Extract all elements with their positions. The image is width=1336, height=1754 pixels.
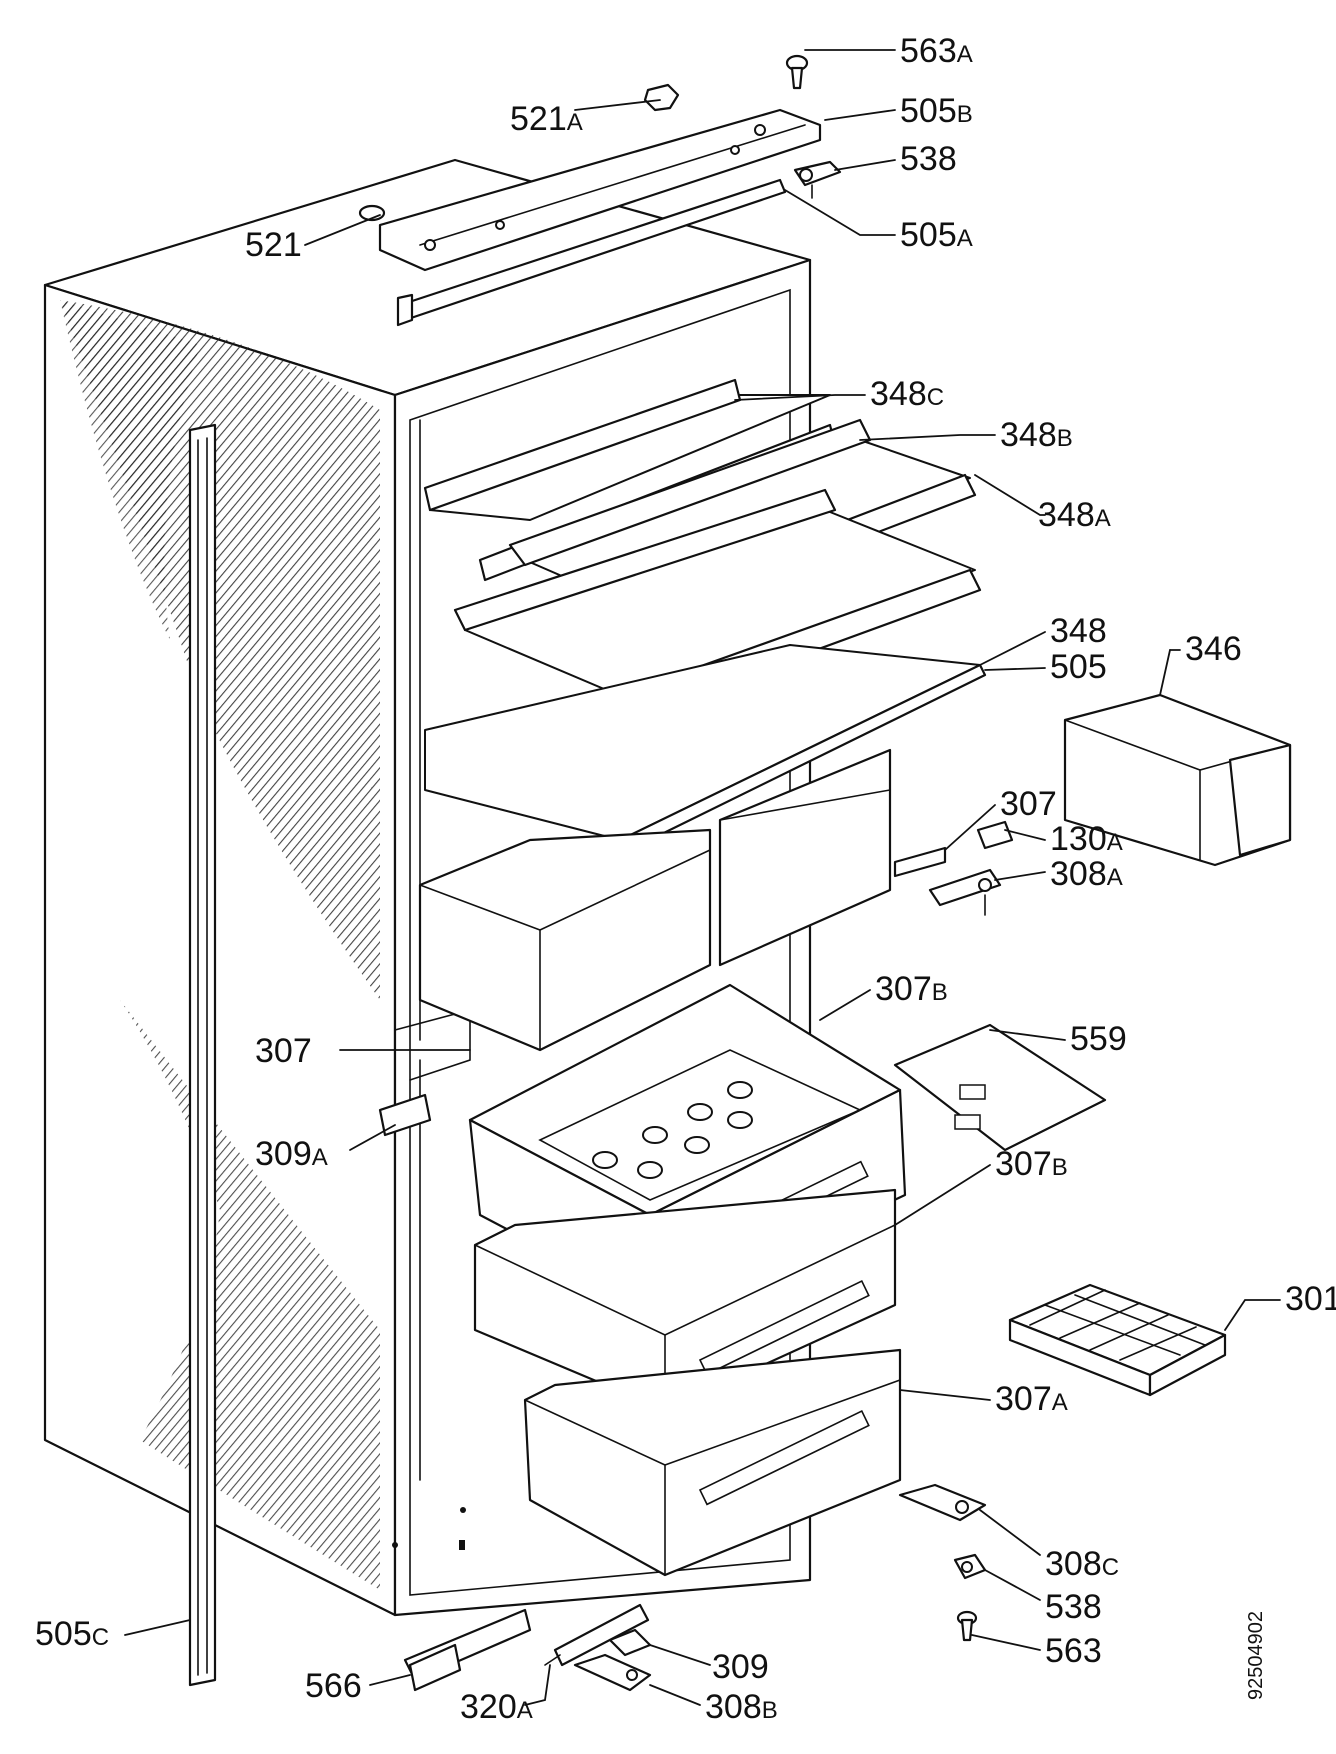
freezer-basket-307b-mid xyxy=(473,1188,897,1412)
callout-348a: 348A xyxy=(1038,496,1111,534)
ice-tray-301 xyxy=(1008,1283,1227,1397)
leader-lines xyxy=(124,49,1281,1706)
callout-505b: 505B xyxy=(900,92,973,130)
hinge-pin-538-bottom xyxy=(953,1553,987,1580)
callout-307-right: 307 xyxy=(1000,785,1057,823)
callout-130a: 130A xyxy=(1050,820,1123,858)
crisper-drawer-307-left xyxy=(418,828,712,1052)
callout-307-left: 307 xyxy=(255,1032,312,1070)
freezer-basket-307a xyxy=(523,1348,902,1577)
pin-130a xyxy=(976,820,1014,850)
callout-505c: 505C xyxy=(35,1615,109,1653)
bolt-563 xyxy=(956,1610,978,1642)
callout-538-bottom: 538 xyxy=(1045,1588,1102,1626)
bolt-563a xyxy=(785,54,809,90)
callout-308c: 308C xyxy=(1045,1545,1119,1583)
callout-labels: 563A 521A 505B 538 521 505A 348C 348B 34… xyxy=(35,32,1336,1726)
callout-348c: 348C xyxy=(870,375,944,413)
door-gasket-505c xyxy=(188,423,217,1687)
callout-563: 563 xyxy=(1045,1632,1102,1670)
stop-320a xyxy=(544,1603,650,1667)
cover-559 xyxy=(893,1023,1107,1152)
callout-308b: 308B xyxy=(705,1688,778,1726)
callout-301: 301 xyxy=(1285,1280,1336,1318)
callout-309: 309 xyxy=(712,1648,769,1686)
callout-559: 559 xyxy=(1070,1020,1127,1058)
callout-307b-mid: 307B xyxy=(995,1145,1068,1183)
drawing-number: 92504902 xyxy=(1245,1611,1267,1700)
callout-521: 521 xyxy=(245,226,302,264)
handle-566 xyxy=(403,1608,532,1692)
hinge-308a xyxy=(928,868,1002,916)
bush-309a xyxy=(378,1093,432,1137)
callout-563a: 563A xyxy=(900,32,973,70)
callout-566: 566 xyxy=(305,1667,362,1705)
callout-521a: 521A xyxy=(510,100,583,138)
callout-348: 348 xyxy=(1050,612,1107,650)
callout-505a: 505A xyxy=(900,216,973,254)
callout-505: 505 xyxy=(1050,648,1107,686)
crisper-drawer-307-right xyxy=(718,748,892,967)
top-hinge-plate-505b xyxy=(378,108,822,272)
callout-320a: 320A xyxy=(460,1688,533,1726)
hinge-cover-505a xyxy=(396,178,787,327)
cap-521a xyxy=(643,83,680,112)
hinge-308c xyxy=(898,1483,987,1522)
callout-346: 346 xyxy=(1185,630,1242,668)
callout-308a: 308A xyxy=(1050,855,1123,893)
hinge-308b xyxy=(573,1653,652,1692)
callout-307b-top: 307B xyxy=(875,970,948,1008)
hinge-pin-538-top xyxy=(793,160,842,199)
callout-348b: 348B xyxy=(1000,416,1073,454)
bracket-307 xyxy=(893,846,947,878)
callout-538-top: 538 xyxy=(900,140,957,178)
callout-309a: 309A xyxy=(255,1135,328,1173)
callout-307a: 307A xyxy=(995,1380,1068,1418)
